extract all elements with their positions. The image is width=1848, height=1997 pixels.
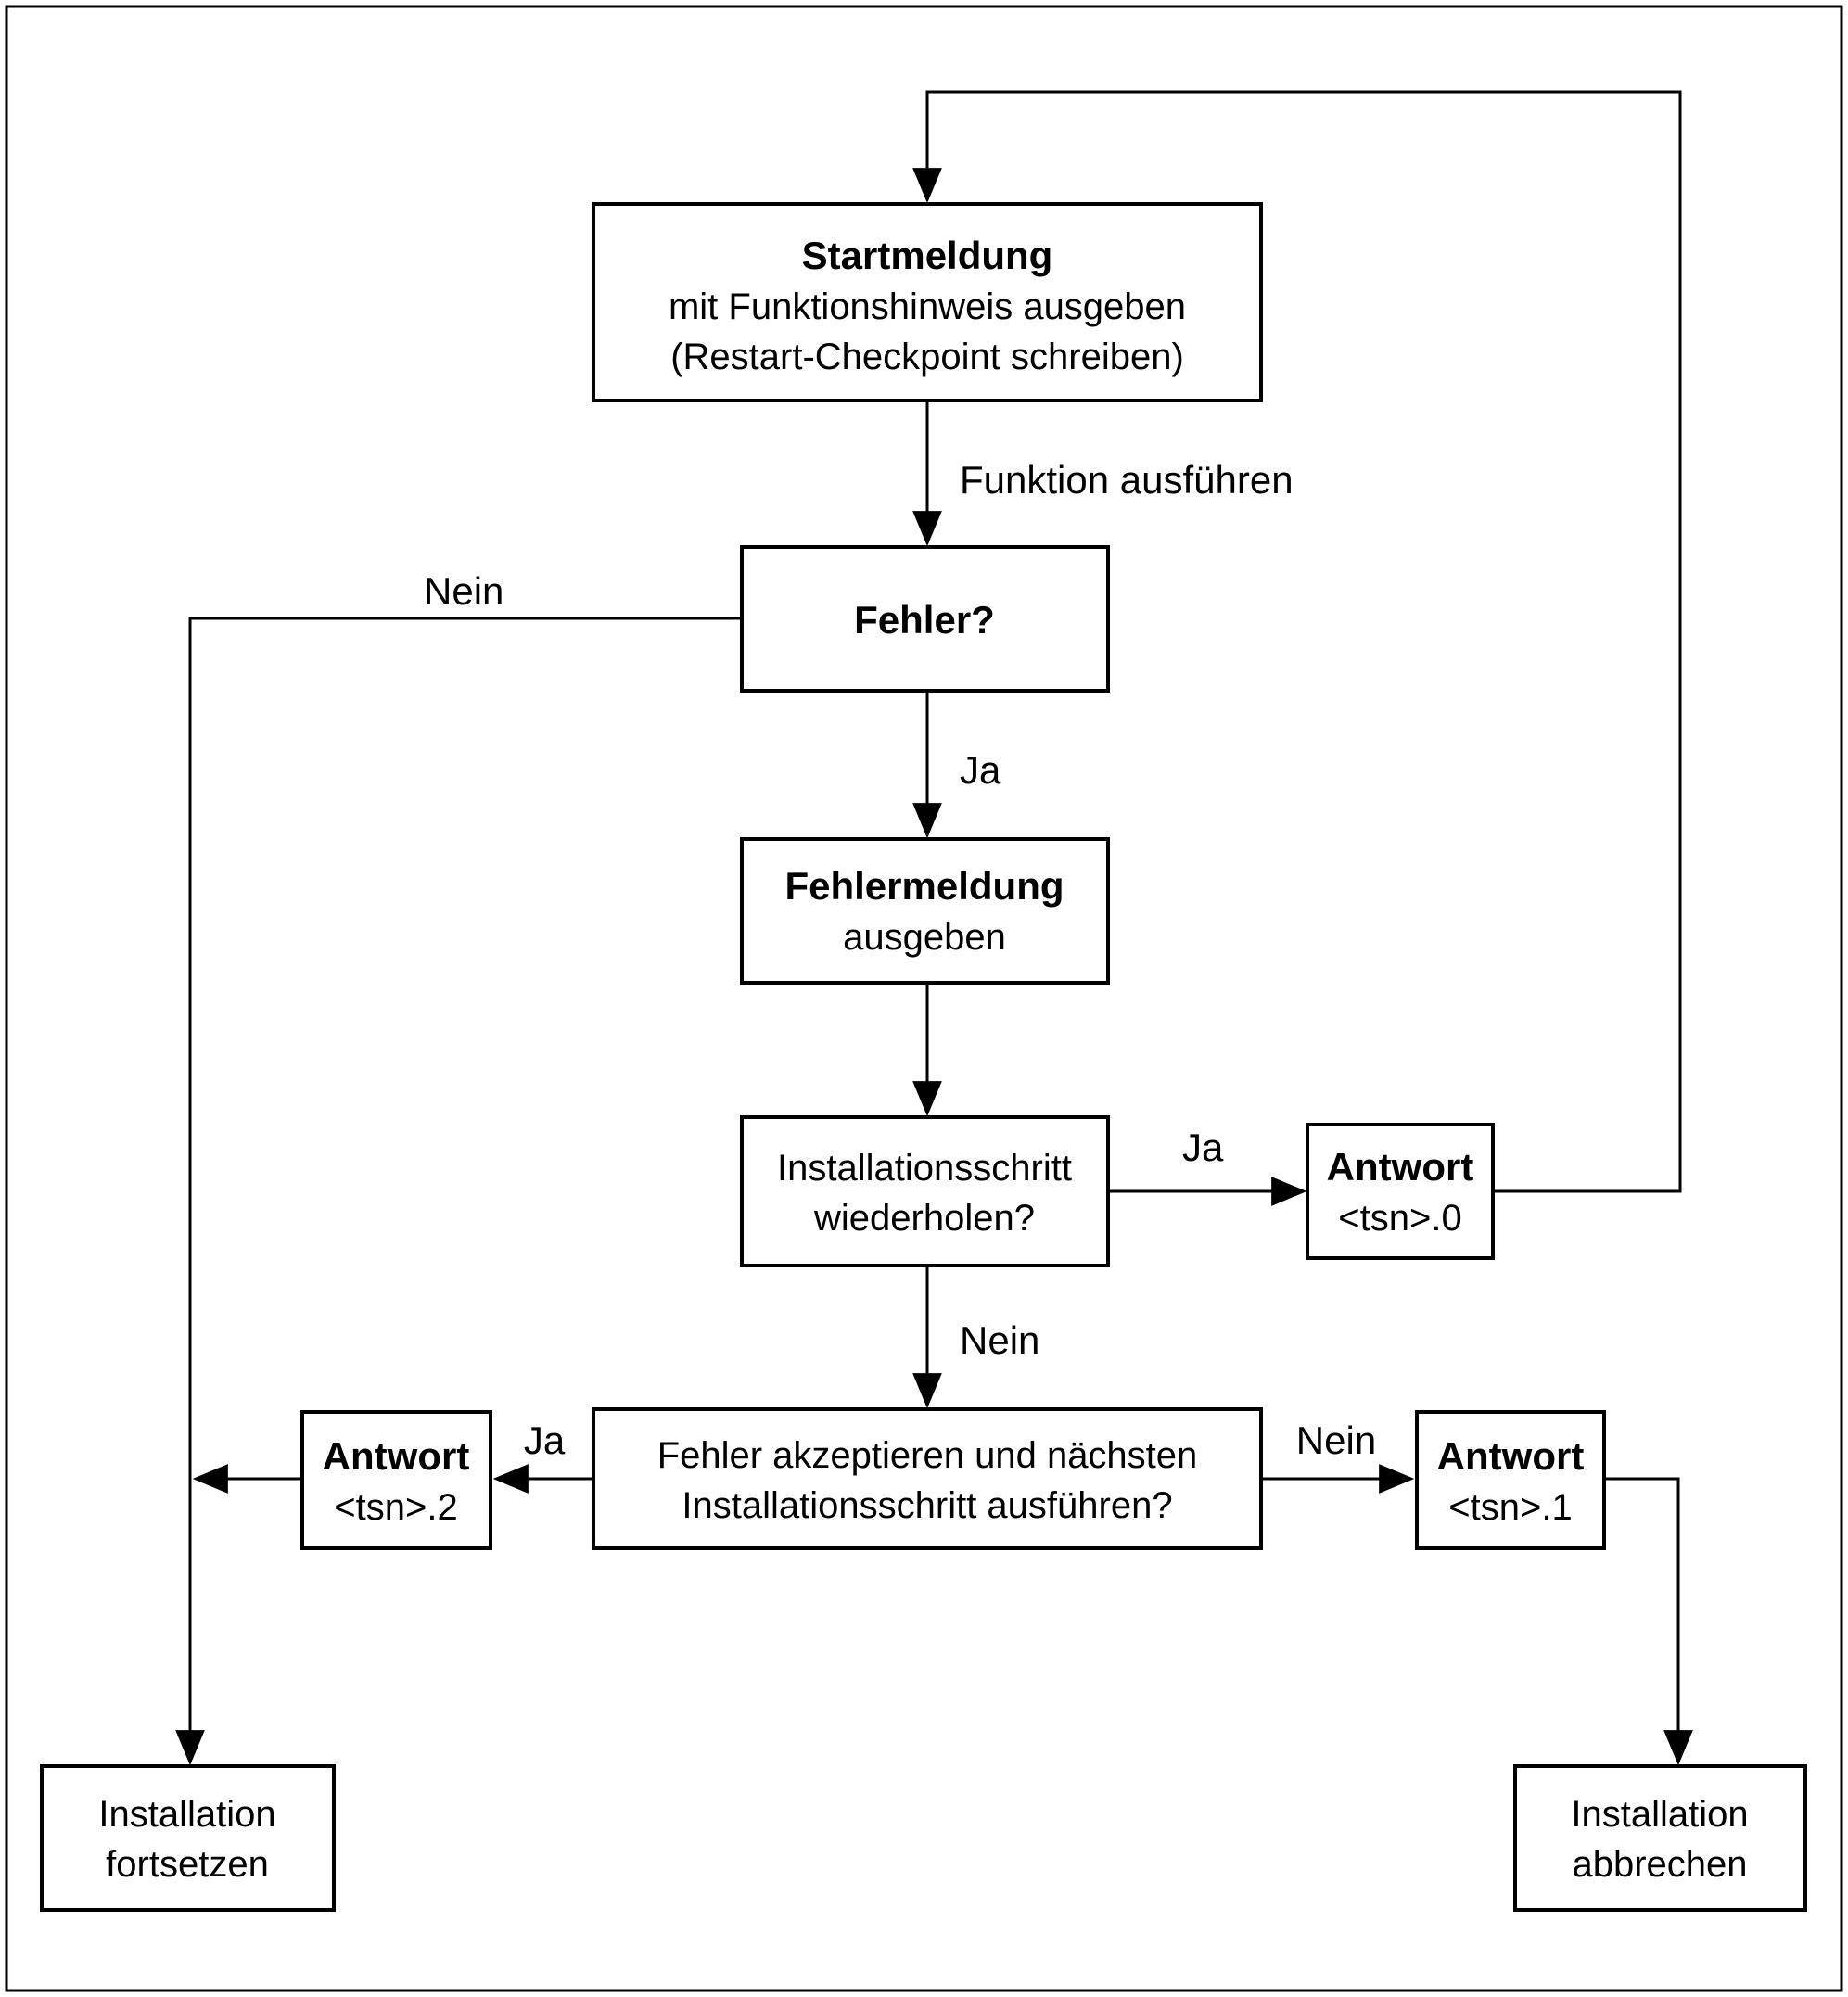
node-wiederholen-line1: Installationsschritt [777,1148,1072,1189]
edge-label-ja-akzeptieren: Ja [524,1418,566,1462]
node-fehler-box [740,545,1110,693]
node-fehlermeldung: Fehlermeldung ausgeben [740,837,1110,985]
edge-label-funktion-ausfuehren: Funktion ausführen [960,458,1294,502]
node-akzeptieren-line2: Installationsschritt ausführen? [682,1485,1172,1526]
node-fehler: Fehler? [740,545,1110,693]
node-antwort1-line1: Antwort [1437,1434,1585,1478]
edge-label-ja-fehler: Ja [960,748,1001,792]
node-abbrechen-line2: abbrechen [1572,1844,1747,1885]
node-akzeptieren-line1: Fehler akzeptieren und nächsten [657,1435,1198,1476]
edge-label-ja-wiederholen: Ja [1182,1126,1224,1169]
edge-antwort0-to-startmeldung [912,90,1682,1193]
node-antwort2-line2: <tsn>.2 [334,1487,457,1528]
node-fortsetzen-box [40,1764,336,1912]
node-startmeldung-line2: mit Funktionshinweis ausgeben [669,286,1186,327]
node-antwort0-line2: <tsn>.0 [1338,1198,1461,1239]
node-antwort2: Antwort <tsn>.2 [300,1410,492,1550]
node-fehlermeldung-box [740,837,1110,985]
node-fortsetzen-line1: Installation [98,1794,275,1835]
node-antwort1: Antwort <tsn>.1 [1415,1410,1606,1550]
node-wiederholen-line2: wiederholen? [813,1198,1035,1239]
node-antwort0: Antwort <tsn>.0 [1306,1123,1495,1260]
node-wiederholen: Installationsschritt wiederholen? [740,1115,1110,1267]
node-wiederholen-box [740,1115,1110,1267]
edge-label-nein-akzeptieren: Nein [1296,1418,1376,1462]
node-antwort2-line1: Antwort [323,1434,470,1478]
edge-label-nein-wiederholen: Nein [960,1318,1039,1362]
edge-fehler-to-fortsetzen [175,617,742,1766]
node-antwort1-box [1415,1410,1606,1550]
node-antwort1-line2: <tsn>.1 [1448,1487,1572,1528]
node-abbrechen-line1: Installation [1571,1794,1748,1835]
node-fehlermeldung-line1: Fehlermeldung [784,864,1064,908]
node-startmeldung: Startmeldung mit Funktionshinweis ausgeb… [592,202,1263,402]
node-abbrechen-box [1513,1764,1807,1912]
node-fehler-line1: Fehler? [854,598,995,642]
page-border [5,5,1843,1992]
node-startmeldung-line3: (Restart-Checkpoint schreiben) [670,337,1184,377]
node-startmeldung-line1: Startmeldung [802,234,1053,277]
node-startmeldung-box [592,202,1263,402]
node-antwort2-box [300,1410,492,1550]
node-akzeptieren: Fehler akzeptieren und nächsten Installa… [592,1407,1263,1550]
edge-antwort1-to-abbrechen [1604,1477,1693,1766]
node-abbrechen: Installation abbrechen [1513,1764,1807,1912]
node-antwort0-line1: Antwort [1327,1145,1474,1189]
edge-label-nein-fehler: Nein [424,569,503,613]
node-akzeptieren-box [592,1407,1263,1550]
node-fortsetzen: Installation fortsetzen [40,1764,336,1912]
node-antwort0-box [1306,1123,1495,1260]
node-fehlermeldung-line2: ausgeben [843,917,1006,958]
node-fortsetzen-line2: fortsetzen [106,1844,269,1885]
